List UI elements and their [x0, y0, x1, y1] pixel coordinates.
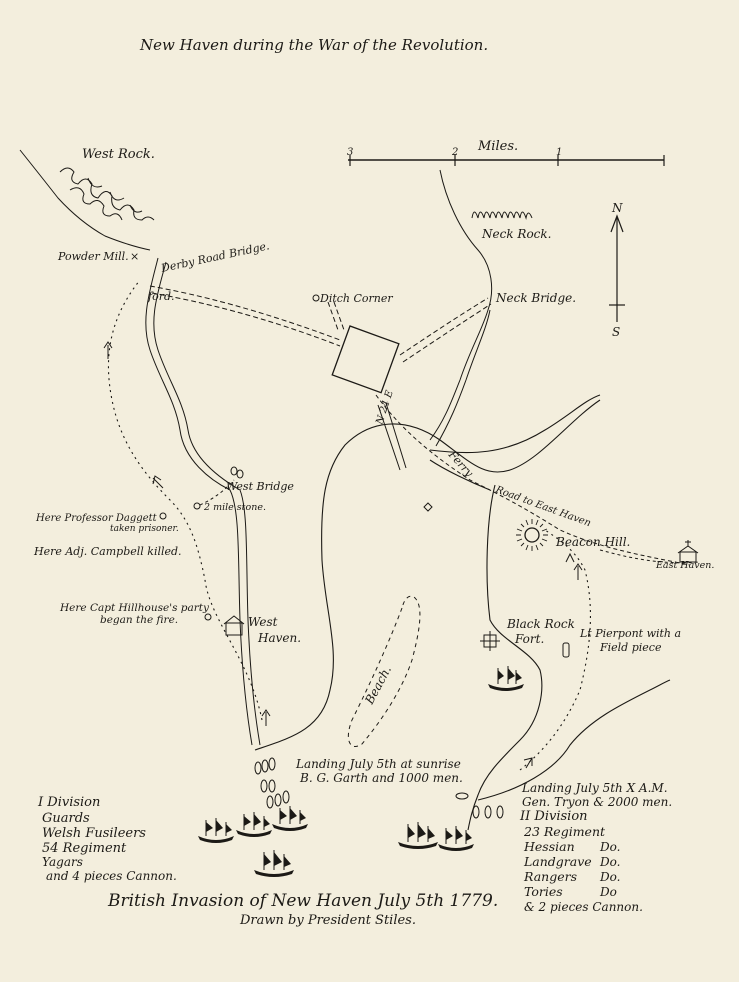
label-neck-bridge: Neck Bridge. — [495, 291, 576, 305]
division-one-line: Yagars — [42, 855, 83, 869]
note-landing-east-2: Gen. Tryon & 2000 men. — [522, 795, 672, 809]
ditch-corner-marker — [312, 294, 320, 302]
map-top-title: New Haven during the War of the Revoluti… — [139, 36, 488, 54]
compass-north: N — [611, 201, 623, 215]
scale-tick-3: 3 — [347, 147, 353, 158]
east-haven-church-icon — [677, 540, 699, 563]
label-black-rock-fort-2: Fort. — [514, 632, 544, 646]
division-one-line: I Division — [37, 795, 100, 810]
scale-tick-2: 2 — [451, 147, 458, 158]
compass-arrow: N S — [609, 201, 625, 339]
two-mile-stone-marker — [193, 502, 201, 510]
label-road-to-east-haven: Road to East Haven — [493, 484, 592, 529]
small-diamond-marker — [423, 502, 433, 512]
label-ford: ford. — [147, 290, 175, 303]
label-black-rock-fort-1: Black Rock — [506, 617, 575, 631]
march-route-west — [103, 279, 271, 726]
division-two-note: Do. — [599, 840, 620, 854]
scale-label: Miles. — [477, 139, 518, 154]
division-two-unit: & 2 pieces Cannon. — [524, 900, 643, 914]
landing-boats-west — [254, 757, 290, 809]
west-rock-ridge — [19, 149, 155, 251]
label-west-haven-2: Haven. — [257, 631, 301, 645]
roads — [149, 285, 691, 566]
west-haven-house-icon — [223, 615, 245, 636]
scale-bar: 3 2 1 Miles. — [347, 139, 665, 166]
field-piece-icon — [562, 642, 570, 658]
daggett-marker — [159, 512, 167, 520]
division-two-unit: Hessian — [523, 839, 575, 854]
label-west-rock: West Rock. — [82, 147, 155, 162]
ship-icon — [236, 812, 272, 837]
note-landing-west-1: Landing July 5th at sunrise — [295, 757, 461, 771]
label-west-haven-1: West — [248, 615, 278, 629]
black-rock-fort-icon — [480, 631, 500, 651]
mill-river — [429, 169, 493, 447]
division-one-list: I Division Guards Welsh Fusileers 54 Reg… — [37, 795, 177, 883]
label-east-haven: East Haven. — [655, 560, 714, 571]
division-two-heading: II Division — [519, 809, 588, 824]
neck-rock-hills — [471, 211, 533, 220]
ship-icon — [488, 666, 524, 691]
landing-boats-east — [455, 792, 504, 819]
note-hillhouse-2: began the fire. — [100, 614, 178, 626]
note-landing-east-1: Landing July 5th X A.M. — [521, 781, 668, 795]
division-one-line: Welsh Fusileers — [42, 826, 146, 841]
note-daggett-2: taken prisoner. — [110, 524, 179, 534]
division-one-line: Guards — [42, 811, 90, 826]
west-bridge-symbol — [230, 466, 244, 479]
division-two-unit: Landgrave — [523, 854, 592, 869]
ship-icons — [198, 666, 524, 877]
hillhouse-marker — [204, 613, 212, 621]
label-beacon-hill: Beacon Hill. — [555, 535, 630, 549]
west-river — [145, 257, 261, 746]
label-west-bridge: West Bridge — [226, 480, 294, 493]
division-one-line: and 4 pieces Cannon. — [46, 869, 177, 883]
note-pierpont-2: Field piece — [599, 641, 662, 654]
note-campbell: Here Adj. Campbell killed. — [33, 545, 182, 558]
label-powder-mill: Powder Mill. — [57, 250, 129, 263]
ship-icon — [198, 818, 234, 843]
note-pierpont-1: Lt Pierpont with a — [579, 627, 681, 640]
division-two-note: Do — [599, 885, 617, 899]
label-neck-rock: Neck Rock. — [481, 227, 551, 241]
map-bottom-title: British Invasion of New Haven July 5th 1… — [107, 891, 498, 911]
compass-south: S — [612, 325, 620, 339]
ship-icon — [254, 850, 294, 877]
label-beach: Beach. — [362, 663, 394, 707]
scale-tick-1: 1 — [556, 147, 562, 158]
label-ditch-corner: Ditch Corner — [319, 292, 393, 305]
note-landing-west-2: B. G. Garth and 1000 men. — [299, 771, 463, 785]
town-square: N 24 E — [331, 325, 407, 471]
division-two-unit: Rangers — [523, 869, 577, 884]
beacon-hill-symbol — [516, 519, 548, 551]
division-one-line: 54 Regiment — [42, 841, 127, 856]
division-two-unit: 23 Regiment — [523, 824, 606, 839]
division-two-unit: Tories — [524, 884, 563, 899]
ship-icon — [398, 822, 438, 849]
beacon-marker — [565, 552, 575, 563]
note-daggett-1: Here Professor Daggett — [35, 513, 158, 524]
label-derby-road-bridge: Derby Road Bridge. — [159, 239, 271, 275]
division-two-list: II Division 23 Regiment Hessian Do. Land… — [519, 809, 643, 914]
ship-icon — [438, 826, 474, 851]
beach-sandbar — [347, 595, 421, 747]
note-hillhouse-1: Here Capt Hillhouse's party — [59, 602, 210, 614]
division-two-note: Do. — [599, 855, 620, 869]
ship-icon — [272, 806, 308, 831]
march-route-east — [519, 529, 591, 771]
label-two-mile-stone: 2 mile stone. — [203, 502, 266, 513]
division-two-note: Do. — [599, 870, 620, 884]
label-town-bearing: N 24 E — [374, 388, 396, 426]
powder-mill-marker: × — [130, 250, 139, 263]
map-bottom-subtitle: Drawn by President Stiles. — [239, 913, 416, 928]
